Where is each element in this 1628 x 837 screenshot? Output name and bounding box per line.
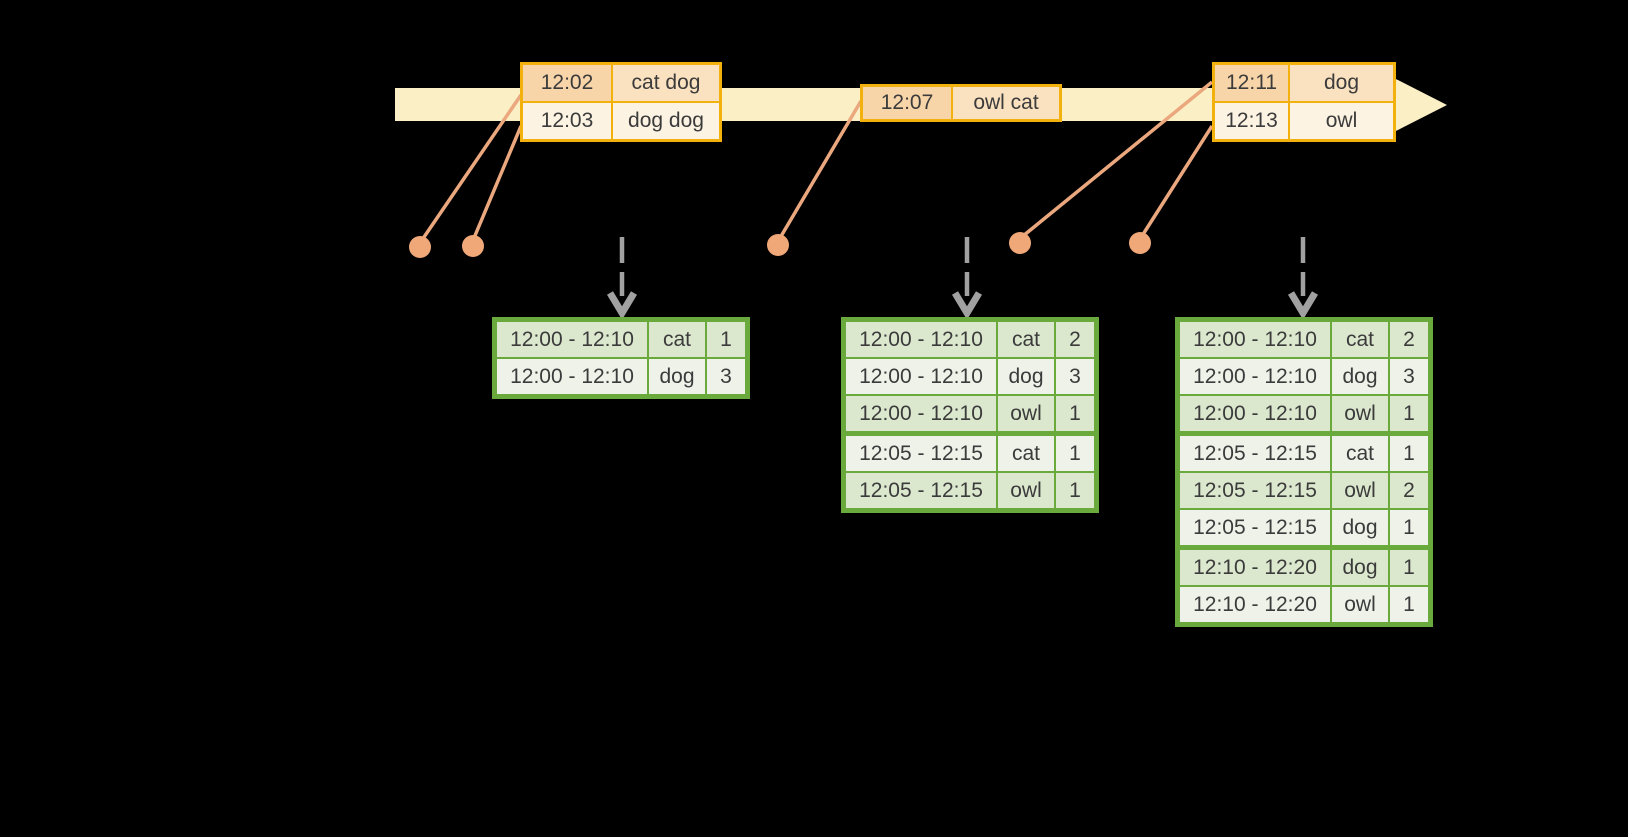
result-word-cell: cat (998, 436, 1054, 471)
result-count-cell: 3 (1390, 359, 1428, 394)
event-words-cell: owl cat (953, 87, 1059, 119)
event-connector-line (472, 125, 523, 239)
event-connector-line (1021, 80, 1214, 238)
result-count-cell: 1 (1056, 436, 1094, 471)
result-window-cell: 12:00 - 12:10 (497, 359, 647, 394)
event-dot (767, 234, 789, 256)
result-window-cell: 12:00 - 12:10 (846, 359, 996, 394)
event-dots (409, 232, 1151, 258)
event-words-cell: dog (1290, 65, 1393, 101)
result-count-cell: 2 (1390, 322, 1428, 357)
result-window-cell: 12:00 - 12:10 (846, 396, 996, 431)
result-count-cell: 1 (1390, 550, 1428, 585)
result-count-cell: 1 (1056, 396, 1094, 431)
result-window-cell: 12:10 - 12:20 (1180, 587, 1330, 622)
event-dot (409, 236, 431, 258)
result-count-cell: 2 (1390, 473, 1428, 508)
result-word-cell: dog (1332, 550, 1388, 585)
event-connector-lines (420, 80, 1214, 241)
result-word-cell: cat (1332, 322, 1388, 357)
result-window-cell: 12:05 - 12:15 (846, 436, 996, 471)
result-count-cell: 2 (1056, 322, 1094, 357)
event-connector-line (420, 94, 523, 241)
event-dot (1009, 232, 1031, 254)
result-word-cell: cat (1332, 436, 1388, 471)
event-time-cell: 12:07 (863, 87, 951, 119)
result-word-cell: cat (649, 322, 705, 357)
result-count-cell: 1 (1390, 436, 1428, 471)
event-time-cell: 12:11 (1215, 65, 1288, 101)
result-window-cell: 12:05 - 12:15 (1180, 436, 1330, 471)
result-count-cell: 3 (1056, 359, 1094, 394)
event-time-cell: 12:03 (523, 103, 611, 139)
result-word-cell: owl (998, 473, 1054, 508)
result-count-cell: 1 (1390, 510, 1428, 545)
event-dot (462, 235, 484, 257)
result-count-cell: 3 (707, 359, 745, 394)
result-word-cell: owl (1332, 587, 1388, 622)
event-connector-line (1140, 125, 1214, 237)
result-window-cell: 12:00 - 12:10 (1180, 322, 1330, 357)
event-connector-line (778, 100, 863, 239)
event-dot (1129, 232, 1151, 254)
result-window-cell: 12:00 - 12:10 (497, 322, 647, 357)
trigger-arrowhead-icon (951, 291, 983, 320)
result-count-cell: 1 (1390, 587, 1428, 622)
result-word-cell: dog (1332, 510, 1388, 545)
result-window-cell: 12:00 - 12:10 (1180, 359, 1330, 394)
result-count-cell: 1 (707, 322, 745, 357)
timeline-arrowhead-icon (1390, 76, 1447, 134)
result-window-cell: 12:05 - 12:15 (846, 473, 996, 508)
result-word-cell: dog (649, 359, 705, 394)
trigger-arrows (606, 237, 1319, 320)
result-word-cell: dog (1332, 359, 1388, 394)
result-window-cell: 12:10 - 12:20 (1180, 550, 1330, 585)
event-time-cell: 12:13 (1215, 103, 1288, 139)
result-word-cell: dog (998, 359, 1054, 394)
result-word-cell: owl (998, 396, 1054, 431)
event-words-cell: owl (1290, 103, 1393, 139)
trigger-arrowhead-icon (1287, 291, 1319, 320)
result-word-cell: owl (1332, 473, 1388, 508)
result-window-cell: 12:05 - 12:15 (1180, 473, 1330, 508)
result-word-cell: cat (998, 322, 1054, 357)
event-words-cell: dog dog (613, 103, 719, 139)
result-window-cell: 12:05 - 12:15 (1180, 510, 1330, 545)
event-time-cell: 12:02 (523, 65, 611, 101)
result-window-cell: 12:00 - 12:10 (1180, 396, 1330, 431)
result-count-cell: 1 (1056, 473, 1094, 508)
event-words-cell: cat dog (613, 65, 719, 101)
result-word-cell: owl (1332, 396, 1388, 431)
trigger-arrowhead-icon (606, 291, 638, 320)
result-window-cell: 12:00 - 12:10 (846, 322, 996, 357)
result-count-cell: 1 (1390, 396, 1428, 431)
